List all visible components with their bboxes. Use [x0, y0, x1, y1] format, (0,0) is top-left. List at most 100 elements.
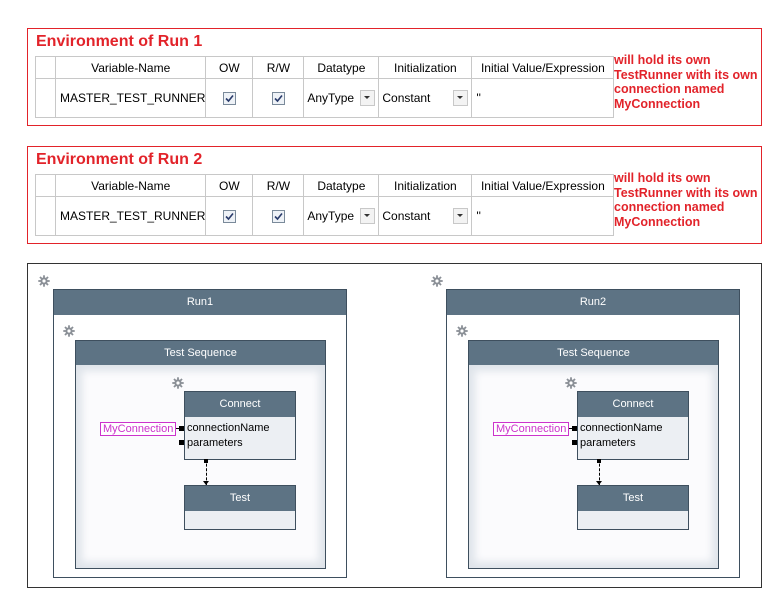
initialization-select[interactable]: Constant — [380, 208, 471, 224]
column-header-initialization[interactable]: Initialization — [378, 56, 473, 79]
gear-icon[interactable] — [431, 275, 443, 287]
param-connection-name[interactable]: connectionName — [580, 422, 663, 434]
rw-cell — [252, 196, 305, 236]
test-sequence-header[interactable]: Test Sequence — [76, 341, 325, 365]
column-header-initialization[interactable]: Initialization — [378, 174, 473, 197]
column-header-initial-value[interactable]: Initial Value/Expression — [471, 174, 615, 197]
variable-reference[interactable]: MyConnection — [100, 422, 177, 436]
input-pin[interactable] — [572, 426, 577, 431]
environment-panel-run1: Environment of Run 1 Variable-Name OW R/… — [27, 28, 762, 126]
connect-step-header[interactable]: Connect — [578, 392, 688, 417]
connect-step[interactable]: Connect connectionName parameters — [577, 391, 689, 460]
param-parameters[interactable]: parameters — [580, 437, 636, 449]
environment-panel-run2: Environment of Run 2 Variable-Name OW R/… — [27, 146, 762, 244]
datatype-cell: AnyType — [303, 78, 380, 118]
column-header-variable-name[interactable]: Variable-Name — [54, 174, 207, 197]
column-header-initial-value[interactable]: Initial Value/Expression — [471, 56, 615, 79]
flow-connector — [206, 459, 207, 485]
test-sequence-container[interactable]: Test Sequence Connect connectionName par… — [75, 340, 326, 569]
test-sequence-container[interactable]: Test Sequence Connect connectionName par… — [468, 340, 719, 569]
environment-note: will hold its own TestRunner with its ow… — [614, 171, 758, 229]
flow-connector — [599, 459, 600, 485]
ow-cell — [205, 78, 254, 118]
datatype-value: AnyType — [307, 91, 355, 105]
connect-step[interactable]: Connect connectionName parameters — [184, 391, 296, 460]
environment-note: will hold its own TestRunner with its ow… — [614, 53, 758, 111]
table-row[interactable]: MASTER_TEST_RUNNER AnyType Constant '' — [35, 196, 615, 236]
arrow-head-icon — [203, 481, 209, 485]
chevron-down-icon[interactable] — [453, 208, 469, 224]
param-connection-name[interactable]: connectionName — [187, 422, 270, 434]
row-header[interactable] — [35, 196, 56, 236]
initial-value-cell[interactable]: '' — [471, 78, 615, 118]
param-parameters[interactable]: parameters — [187, 437, 243, 449]
rw-checkbox[interactable] — [271, 210, 285, 224]
column-header-rw[interactable]: R/W — [252, 174, 305, 197]
ow-checkbox[interactable] — [222, 210, 236, 224]
datatype-value: AnyType — [307, 209, 355, 223]
row-header-corner — [35, 174, 56, 197]
chevron-down-icon[interactable] — [360, 90, 376, 106]
checkmark-icon — [225, 213, 234, 221]
environment-title: Environment of Run 2 — [36, 151, 203, 168]
gear-icon[interactable] — [172, 377, 184, 389]
connect-step-header[interactable]: Connect — [185, 392, 295, 417]
chevron-down-icon[interactable] — [453, 90, 469, 106]
run2-container[interactable]: Run2 Test Sequence Connect connectionNam… — [446, 289, 740, 578]
variable-name-cell[interactable]: MASTER_TEST_RUNNER — [54, 196, 207, 236]
checkmark-icon — [225, 95, 234, 103]
initial-value-cell[interactable]: '' — [471, 196, 615, 236]
test-step[interactable]: Test — [577, 485, 689, 530]
test-step-header[interactable]: Test — [578, 486, 688, 511]
initialization-cell: Constant — [378, 78, 473, 118]
column-header-ow[interactable]: OW — [205, 56, 254, 79]
table-header-row: Variable-Name OW R/W Datatype Initializa… — [35, 174, 615, 197]
test-sequence-header[interactable]: Test Sequence — [469, 341, 718, 365]
input-pin[interactable] — [179, 426, 184, 431]
environment-title: Environment of Run 1 — [36, 33, 203, 50]
column-header-ow[interactable]: OW — [205, 174, 254, 197]
checkmark-icon — [274, 95, 283, 103]
variables-table: Variable-Name OW R/W Datatype Initializa… — [35, 174, 615, 236]
run1-container[interactable]: Run1 Test Sequence Connect connectionNam… — [53, 289, 347, 578]
row-header-corner — [35, 56, 56, 79]
initialization-select[interactable]: Constant — [380, 90, 471, 106]
run-diagram-canvas: Run1 Test Sequence Connect connectionNam… — [27, 263, 762, 588]
datatype-select[interactable]: AnyType — [305, 208, 378, 224]
run1-header[interactable]: Run1 — [54, 290, 346, 315]
gear-icon[interactable] — [456, 325, 468, 337]
ow-checkbox[interactable] — [222, 92, 236, 106]
flow-pin[interactable] — [597, 459, 601, 463]
checkmark-icon — [274, 213, 283, 221]
column-header-datatype[interactable]: Datatype — [303, 56, 380, 79]
chevron-down-icon[interactable] — [360, 208, 376, 224]
initialization-cell: Constant — [378, 196, 473, 236]
input-pin[interactable] — [572, 440, 577, 445]
initialization-value: Constant — [382, 91, 431, 105]
variable-reference[interactable]: MyConnection — [493, 422, 570, 436]
rw-cell — [252, 78, 305, 118]
run2-header[interactable]: Run2 — [447, 290, 739, 315]
connector-line — [174, 428, 180, 429]
table-header-row: Variable-Name OW R/W Datatype Initializa… — [35, 56, 615, 79]
gear-icon[interactable] — [565, 377, 577, 389]
test-step[interactable]: Test — [184, 485, 296, 530]
input-pin[interactable] — [179, 440, 184, 445]
variable-name-cell[interactable]: MASTER_TEST_RUNNER — [54, 78, 207, 118]
column-header-rw[interactable]: R/W — [252, 56, 305, 79]
column-header-variable-name[interactable]: Variable-Name — [54, 56, 207, 79]
datatype-select[interactable]: AnyType — [305, 90, 378, 106]
table-row[interactable]: MASTER_TEST_RUNNER AnyType Constant '' — [35, 78, 615, 118]
test-step-header[interactable]: Test — [185, 486, 295, 511]
gear-icon[interactable] — [38, 275, 50, 287]
flow-pin[interactable] — [204, 459, 208, 463]
row-header[interactable] — [35, 78, 56, 118]
column-header-datatype[interactable]: Datatype — [303, 174, 380, 197]
initialization-value: Constant — [382, 209, 431, 223]
connector-line — [567, 428, 573, 429]
variables-table: Variable-Name OW R/W Datatype Initializa… — [35, 56, 615, 118]
gear-icon[interactable] — [63, 325, 75, 337]
rw-checkbox[interactable] — [271, 92, 285, 106]
arrow-head-icon — [596, 481, 602, 485]
ow-cell — [205, 196, 254, 236]
